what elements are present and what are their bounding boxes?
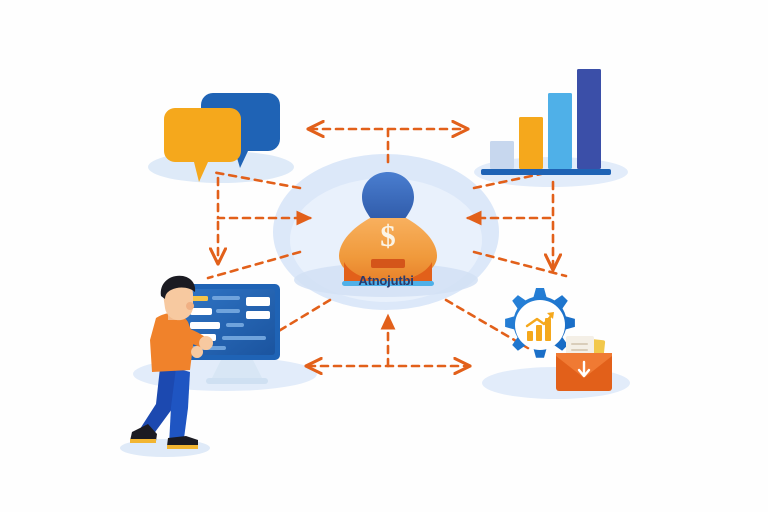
money-bag-with-lightbulb-icon: $ — [339, 172, 437, 286]
center-node[interactable]: $ Atnojutbi — [339, 172, 437, 288]
bar-1 — [490, 141, 514, 169]
growth-arrow-icon — [525, 313, 554, 328]
radial-diagonal-top-left — [210, 170, 302, 190]
node-operations[interactable] — [505, 288, 612, 391]
connector-left-elbow-to-center — [216, 176, 313, 226]
money-bag-dollar-sign: $ — [380, 218, 396, 253]
screen-field-4 — [216, 309, 240, 313]
screen-field-9 — [222, 336, 266, 340]
radial-diagonal-bottom-left — [206, 250, 302, 280]
person-shoe-back — [130, 424, 157, 441]
person-shoe-front-sole — [167, 445, 198, 449]
person-leg-back — [138, 368, 178, 439]
document-line-1 — [571, 343, 588, 345]
screen-field-5 — [246, 311, 270, 319]
node-analytics[interactable] — [481, 69, 611, 175]
node-workstation[interactable] — [130, 275, 280, 449]
money-bag-floor — [342, 281, 434, 286]
monitor-stand-base — [206, 378, 268, 384]
screen-field-6 — [190, 322, 220, 329]
bar-chart-icon — [481, 69, 611, 175]
monitor-stand-neck — [212, 358, 262, 378]
radial-diagonal-lower-right — [444, 298, 530, 350]
gear-with-growth-chart-icon — [505, 288, 575, 358]
money-bag-base — [344, 262, 432, 282]
growth-bar-1 — [527, 331, 533, 341]
bar-2 — [519, 117, 543, 169]
screen-field-2 — [246, 297, 270, 306]
person-hair — [160, 275, 196, 299]
growth-bar-2 — [536, 325, 542, 341]
connector-right-elbow-to-center — [465, 180, 555, 226]
person-hand — [199, 336, 214, 350]
screen-field-1 — [212, 296, 240, 300]
screen-heading — [190, 296, 208, 301]
bar-4 — [577, 69, 601, 169]
person-shoe-front — [167, 436, 198, 446]
speech-bubbles-icon — [164, 93, 280, 182]
document-envelope-icon — [556, 336, 612, 391]
chart-baseline — [481, 169, 611, 175]
person-leg-front — [169, 368, 190, 446]
person-figure — [130, 275, 214, 449]
envelope-download-arrow-icon — [577, 360, 591, 378]
screen-field-3 — [190, 308, 212, 315]
center-node-label: Atnojutbi — [358, 273, 413, 288]
person-shoe-back-sole — [130, 439, 156, 443]
bubble-front — [164, 108, 241, 182]
document-line-2 — [571, 349, 588, 351]
growth-bar-3 — [545, 318, 551, 341]
node-communication[interactable] — [164, 93, 280, 182]
screen-field-7 — [226, 323, 244, 327]
money-bag-band — [371, 259, 405, 268]
money-bag-body — [339, 218, 437, 282]
person-torso — [150, 313, 194, 372]
growth-arrow-head — [547, 312, 554, 319]
radial-diagonal-bottom-right — [472, 250, 568, 278]
person-hand-lower — [191, 346, 204, 358]
lightbulb-shape — [362, 172, 414, 222]
person-ear — [186, 302, 195, 310]
connector-layer — [206, 129, 568, 366]
bar-3 — [548, 93, 572, 169]
